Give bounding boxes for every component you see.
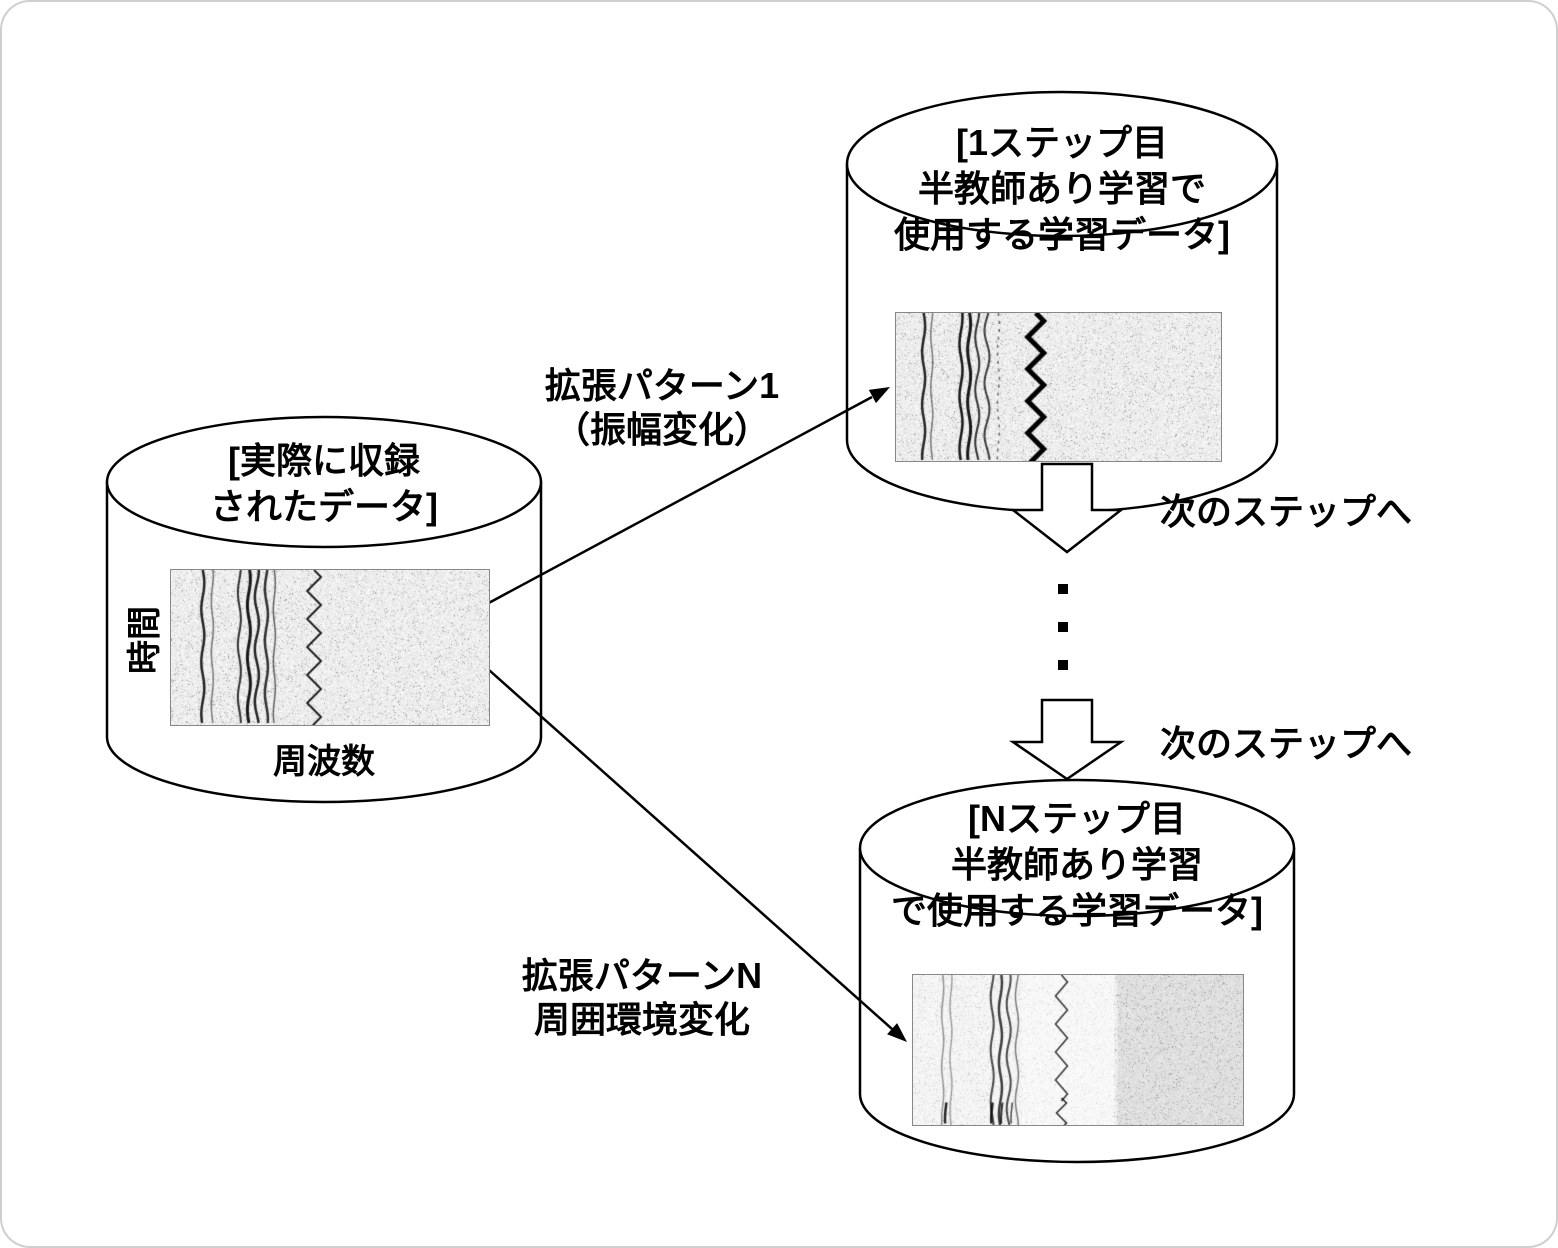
time-axis-text: 時間 xyxy=(125,606,165,674)
next-step-label-top: 次のステップへ xyxy=(1160,492,1412,532)
next-step-label-bottom: 次のステップへ xyxy=(1160,724,1412,764)
augmentation-n-label-line-1: 拡張パターンN xyxy=(497,954,787,998)
ellipsis-dot-1 xyxy=(1058,584,1068,594)
augmentation-1-label-line-2: （振幅変化） xyxy=(512,408,812,452)
ellipsis-dot-3 xyxy=(1058,660,1068,670)
stepn-cylinder-title: [Nステップ目 半教師あり学習 で使用する学習データ] xyxy=(860,796,1294,934)
step1-title-line-2: 半教師あり学習で xyxy=(847,166,1277,212)
next-step-arrow-bottom xyxy=(1013,700,1121,779)
stepn-title-line-1: [Nステップ目 xyxy=(860,796,1294,842)
stepn-title-line-2: 半教師あり学習 xyxy=(860,842,1294,888)
step1-title-line-3: 使用する学習データ] xyxy=(847,212,1277,258)
frequency-axis-text: 周波数 xyxy=(273,743,375,781)
ellipsis-dot-2 xyxy=(1058,622,1068,632)
step1-spectrogram xyxy=(895,312,1222,462)
stepn-title-line-3: で使用する学習データ] xyxy=(860,888,1294,934)
time-axis-label: 時間 xyxy=(103,598,187,682)
ellipsis-dots xyxy=(1058,584,1068,670)
source-cylinder-title: [実際に収録 されたデータ] xyxy=(114,438,534,530)
source-title-line-2: されたデータ] xyxy=(114,484,534,530)
augmentation-n-label-line-2: 周囲環境変化 xyxy=(497,998,787,1042)
stepn-spectrogram xyxy=(912,974,1244,1126)
source-spectrogram xyxy=(170,569,490,726)
step1-title-line-1: [1ステップ目 xyxy=(847,120,1277,166)
augmentation-1-label: 拡張パターン1 （振幅変化） xyxy=(512,364,812,452)
augmentation-n-label: 拡張パターンN 周囲環境変化 xyxy=(497,954,787,1042)
augmentation-1-label-line-1: 拡張パターン1 xyxy=(512,364,812,408)
frequency-axis-label: 周波数 xyxy=(224,742,424,782)
source-title-line-1: [実際に収録 xyxy=(114,438,534,484)
step1-cylinder-title: [1ステップ目 半教師あり学習で 使用する学習データ] xyxy=(847,120,1277,258)
